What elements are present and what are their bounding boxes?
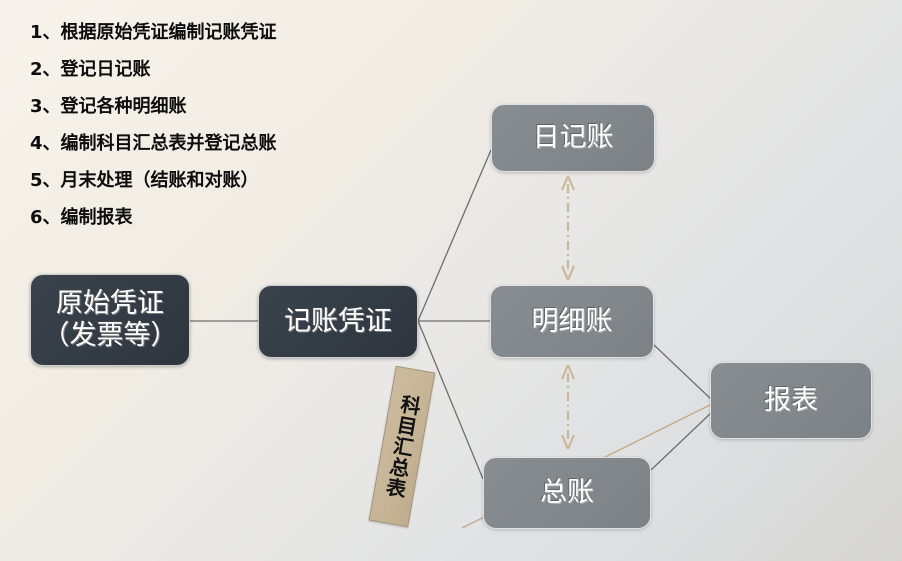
node-accounting-voucher[interactable]: 记账凭证 [258,285,418,358]
list-item-label: 编制科目汇总表并登记总账 [60,133,277,154]
connector-voucher-to-general-ledger [417,320,484,480]
node-journal-label: 日记账 [532,122,614,154]
node-general-ledger[interactable]: 总账 [483,457,651,529]
node-general-ledger-label: 总账 [540,477,594,509]
node-report[interactable]: 报表 [710,362,872,439]
list-item-label: 登记日记账 [60,59,151,80]
list-item: 4、编制科目汇总表并登记总账 [30,135,430,153]
reconcile-arrow-journal-subledger [560,175,576,281]
list-item: 1、根据原始凭证编制记账凭证 [30,24,430,42]
node-original-voucher-line1: 原始凭证 [56,288,164,320]
node-summary-table-label: 科目汇总表 [381,392,423,501]
list-item-number: 1、 [30,22,61,43]
node-original-voucher[interactable]: 原始凭证 （发票等） [30,274,190,366]
node-subledger-label: 明细账 [531,305,613,337]
node-original-voucher-line2: （发票等） [42,320,178,351]
connector-voucher-to-journal [417,149,492,322]
list-item-label: 编制报表 [60,207,133,228]
list-item-number: 5、 [30,170,61,191]
accounting-steps-list: 1、根据原始凭证编制记账凭证 2、登记日记账 3、登记各种明细账 4、编制科目汇… [30,24,430,246]
list-item-label: 月末处理（结账和对账） [60,170,259,191]
node-subledger[interactable]: 明细账 [490,285,654,358]
list-item-number: 6、 [30,207,61,228]
list-item-label: 登记各种明细账 [60,96,187,117]
list-item: 6、编制报表 [30,209,430,227]
node-journal[interactable]: 日记账 [491,104,655,172]
connector-general-ledger-to-report [650,411,713,471]
node-report-label: 报表 [764,384,818,416]
list-item: 2、登记日记账 [30,61,430,79]
list-item-number: 4、 [30,133,61,154]
reconcile-arrow-subledger-general-ledger [560,364,576,450]
list-item: 3、登记各种明细账 [30,98,430,116]
list-item-label: 根据原始凭证编制记账凭证 [60,22,277,43]
connector-subledger-to-report [653,344,713,401]
list-item-number: 3、 [30,96,61,117]
list-item: 5、月末处理（结账和对账） [30,172,430,190]
node-accounting-voucher-label: 记账凭证 [284,305,392,337]
list-item-number: 2、 [30,59,61,80]
